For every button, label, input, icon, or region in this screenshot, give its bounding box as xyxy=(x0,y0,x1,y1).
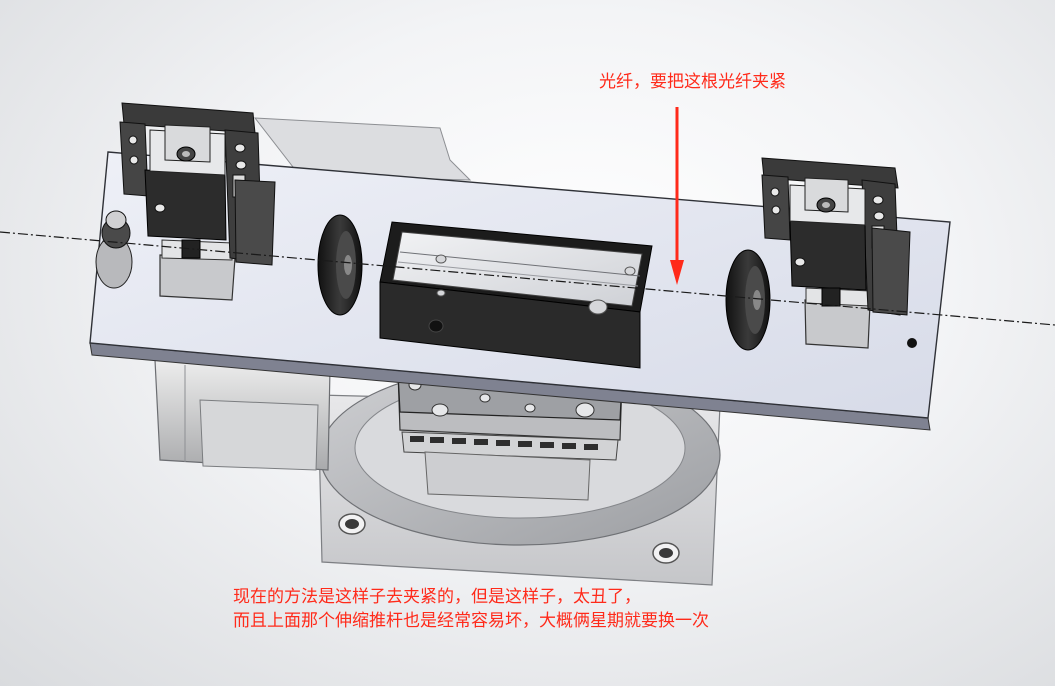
right-wheel xyxy=(725,249,771,351)
left-knob xyxy=(95,210,133,289)
fiber-channel-block xyxy=(379,221,653,369)
right-clamp-assembly xyxy=(761,157,911,349)
method-annotation: 现在的方法是这样子去夹紧的，但是这样子，太丑了， 而且上面那个伸缩推杆也是经常容… xyxy=(233,585,709,633)
fiber-annotation: 光纤，要把这根光纤夹紧 xyxy=(599,72,786,92)
method-annotation-line-2: 而且上面那个伸缩推杆也是经常容易坏，大概俩星期就要换一次 xyxy=(233,611,709,631)
optical-fiber xyxy=(0,231,1055,326)
mounting-holes xyxy=(338,513,680,564)
plate-hole xyxy=(907,338,917,348)
pointer-arrow xyxy=(670,107,684,285)
method-annotation-line-1: 现在的方法是这样子去夹紧的，但是这样子，太丑了， xyxy=(233,587,641,607)
left-clamp-assembly xyxy=(95,102,276,301)
back-housing xyxy=(253,117,472,181)
channel-insert xyxy=(392,231,643,307)
left-wheel xyxy=(317,214,363,316)
